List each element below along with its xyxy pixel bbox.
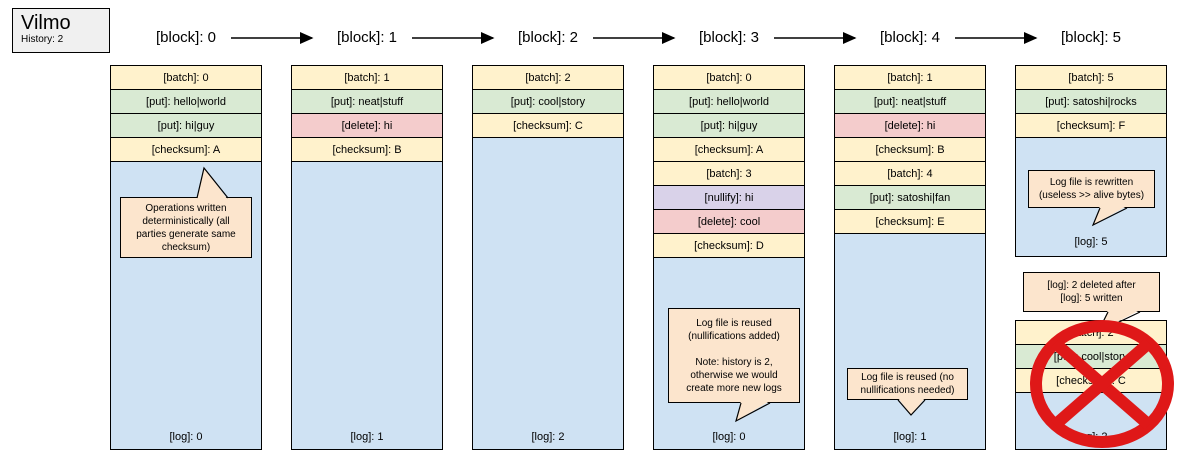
op-row-put: [put]: cool|story [1016, 345, 1166, 369]
callout-reuse-clean: Log file is reused (no nullifications ne… [847, 368, 968, 400]
op-row-checksum: [checksum]: B [292, 138, 442, 162]
deleted-log-box: [batch]: 2 [put]: cool|story [checksum]:… [1015, 320, 1167, 450]
op-row-checksum: [checksum]: A [111, 138, 261, 162]
op-row-batch: [batch]: 0 [654, 66, 804, 90]
block-label-2: [block]: 2 [517, 29, 579, 46]
op-row-checksum: [checksum]: C [473, 114, 623, 138]
op-row-batch: [batch]: 5 [1016, 66, 1166, 90]
op-row-put: [put]: satoshi|rocks [1016, 90, 1166, 114]
op-row-batch: [batch]: 2 [473, 66, 623, 90]
block-label-0: [block]: 0 [155, 29, 217, 46]
op-row-checksum: [checksum]: F [1016, 114, 1166, 138]
op-row-batch: [batch]: 4 [835, 162, 985, 186]
op-row-batch: [batch]: 3 [654, 162, 804, 186]
op-row-checksum: [checksum]: B [835, 138, 985, 162]
op-row-put: [put]: hello|world [111, 90, 261, 114]
block-label-5: [block]: 5 [1060, 29, 1122, 46]
block-box-3: [batch]: 0 [put]: hello|world [put]: hi|… [653, 65, 805, 450]
history-setting: History: 2 [21, 34, 64, 45]
op-row-checksum: [checksum]: C [1016, 369, 1166, 393]
callout-rewritten: Log file is rewritten (useless >> alive … [1028, 170, 1155, 208]
op-row-batch: [batch]: 1 [835, 66, 985, 90]
log-label-0: [log]: 0 [169, 431, 203, 443]
op-row-put: [put]: neat|stuff [292, 90, 442, 114]
block-box-5: [batch]: 5 [put]: satoshi|rocks [checksu… [1015, 65, 1167, 257]
op-row-put: [put]: hi|guy [111, 114, 261, 138]
op-row-put: [put]: neat|stuff [835, 90, 985, 114]
callout-deleted-after: [log]: 2 deleted after [log]: 5 written [1023, 272, 1160, 312]
op-row-checksum: [checksum]: A [654, 138, 804, 162]
diagram-title: Vilmo [21, 12, 71, 34]
block-label-4: [block]: 4 [879, 29, 941, 46]
op-row-nullify: [nullify]: hi [654, 186, 804, 210]
callout-reuse-nullify: Log file is reused (nullifications added… [668, 308, 800, 403]
legend-box: Vilmo History: 2 [12, 8, 110, 53]
op-row-checksum: [checksum]: D [654, 234, 804, 258]
log-label-4: [log]: 1 [893, 431, 927, 443]
callout-deterministic: Operations written deterministically (al… [120, 197, 252, 258]
log-label-5: [log]: 5 [1074, 236, 1108, 248]
op-row-delete: [delete]: hi [835, 114, 985, 138]
op-row-delete: [delete]: hi [292, 114, 442, 138]
log-label-2: [log]: 2 [531, 431, 565, 443]
log-label-3: [log]: 0 [712, 431, 746, 443]
op-row-batch: [batch]: 0 [111, 66, 261, 90]
op-row-checksum: [checksum]: E [835, 210, 985, 234]
op-row-put: [put]: hi|guy [654, 114, 804, 138]
op-row-batch: [batch]: 2 [1016, 321, 1166, 345]
op-row-put: [put]: cool|story [473, 90, 623, 114]
op-row-delete: [delete]: cool [654, 210, 804, 234]
log-label-1: [log]: 1 [350, 431, 384, 443]
op-row-batch: [batch]: 1 [292, 66, 442, 90]
op-row-put: [put]: hello|world [654, 90, 804, 114]
block-box-2: [batch]: 2 [put]: cool|story [checksum]:… [472, 65, 624, 450]
block-label-3: [block]: 3 [698, 29, 760, 46]
block-label-1: [block]: 1 [336, 29, 398, 46]
log-label-deleted: [log]: 2 [1074, 431, 1108, 443]
block-box-1: [batch]: 1 [put]: neat|stuff [delete]: h… [291, 65, 443, 450]
op-row-put: [put]: satoshi|fan [835, 186, 985, 210]
